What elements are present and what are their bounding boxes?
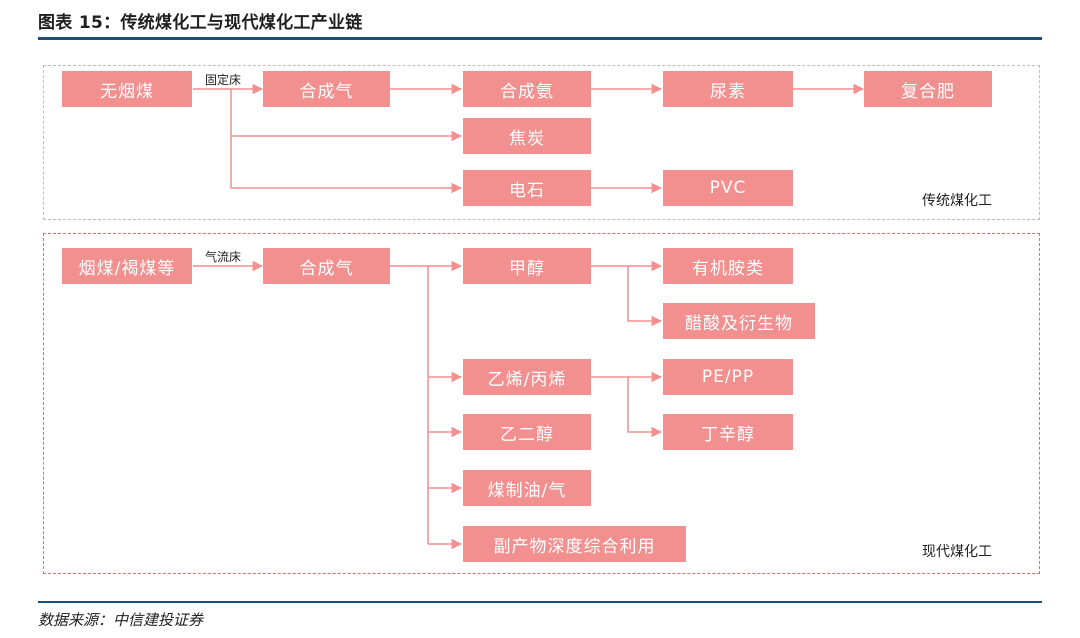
source-note: 数据来源：中信建投证券 [38,611,204,629]
node-acetic-acid-derivatives: 醋酸及衍生物 [663,303,815,339]
node-pe-pp: PE/PP [663,359,793,395]
figure-title: 图表 15：传统煤化工与现代煤化工产业链 [38,13,363,33]
top-rule [38,37,1042,40]
node-syngas-traditional: 合成气 [263,71,390,107]
edge-to-carbide [230,136,463,194]
node-coal-to-oil-gas: 煤制油/气 [463,470,591,506]
node-organic-amines: 有机胺类 [663,248,793,284]
node-ethylene-propylene: 乙烯/丙烯 [463,359,591,395]
node-syngas-modern: 合成气 [263,248,390,284]
traditional-panel-label: 传统煤化工 [922,193,992,209]
node-bituminous-lignite: 烟煤/褐煤等 [62,248,192,284]
modern-coal-chemical-panel [43,233,1040,574]
bottom-rule [38,601,1042,603]
node-calcium-carbide: 电石 [463,170,591,206]
node-pvc: PVC [663,170,793,206]
fixed-bed-label: 固定床 [205,73,242,87]
node-synthetic-ammonia: 合成氨 [463,71,591,107]
modern-panel-label: 现代煤化工 [922,544,992,560]
node-compound-fertilizer: 复合肥 [864,71,992,107]
node-coke: 焦炭 [463,118,591,154]
node-urea: 尿素 [663,71,793,107]
node-ethylene-glycol: 乙二醇 [463,414,591,450]
traditional-coal-chemical-panel [43,65,1040,220]
edge-olefins-butyloctanol [627,377,663,438]
edge-methanol-acetic [627,266,663,327]
node-methanol: 甲醇 [463,248,591,284]
node-butyl-octanol: 丁辛醇 [663,414,793,450]
node-anthracite: 无烟煤 [62,71,192,107]
node-byproduct-utilization: 副产物深度综合利用 [463,526,686,562]
entrained-flow-label: 气流床 [205,250,242,264]
